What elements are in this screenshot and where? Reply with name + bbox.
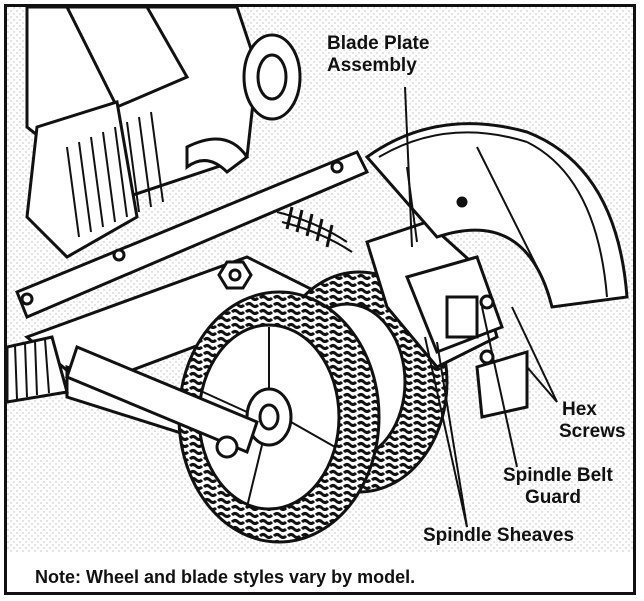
label-spindle-belt-guard: Spindle Belt Guard — [503, 465, 613, 509]
leader-hex-screw-1 — [526, 366, 558, 403]
left-spring — [7, 335, 69, 404]
label-spindle-belt-guard-line2: Guard — [525, 487, 581, 508]
label-spindle-sheaves: Spindle Sheaves — [423, 525, 574, 547]
frame-nut — [217, 260, 253, 290]
caption-band — [7, 552, 633, 592]
front-wheel — [177, 290, 381, 544]
leader-spindle-sheaves-1 — [436, 341, 468, 528]
label-blade-plate: Blade Plate Assembly — [327, 33, 429, 77]
diagram-frame: Blade Plate Assembly Hex Screws Spindle … — [4, 4, 636, 595]
cable-spring — [276, 206, 353, 253]
label-spindle-sheaves-text: Spindle Sheaves — [423, 525, 575, 546]
leader-spindle-belt-guard — [481, 306, 518, 468]
label-blade-plate-line1: Blade Plate — [327, 33, 430, 54]
model-note: Note: Wheel and blade styles vary by mod… — [35, 567, 416, 587]
leader-blade-plate — [404, 86, 413, 248]
label-hex-screws-line1: Hex — [562, 399, 597, 420]
engine-housing — [25, 7, 302, 259]
label-hex-screws-line2: Screws — [559, 421, 626, 442]
leader-lines — [404, 86, 558, 528]
axle-arm — [65, 344, 259, 459]
leader-hex-screw-2 — [511, 306, 558, 403]
leader-spindle-sheaves-2 — [424, 336, 468, 528]
blade-plate — [364, 122, 629, 309]
mower-illustration — [7, 7, 633, 592]
label-hex-screws: Hex Screws — [559, 399, 626, 443]
label-spindle-belt-guard-line1: Spindle Belt — [503, 465, 613, 486]
label-blade-plate-line2: Assembly — [327, 55, 417, 76]
